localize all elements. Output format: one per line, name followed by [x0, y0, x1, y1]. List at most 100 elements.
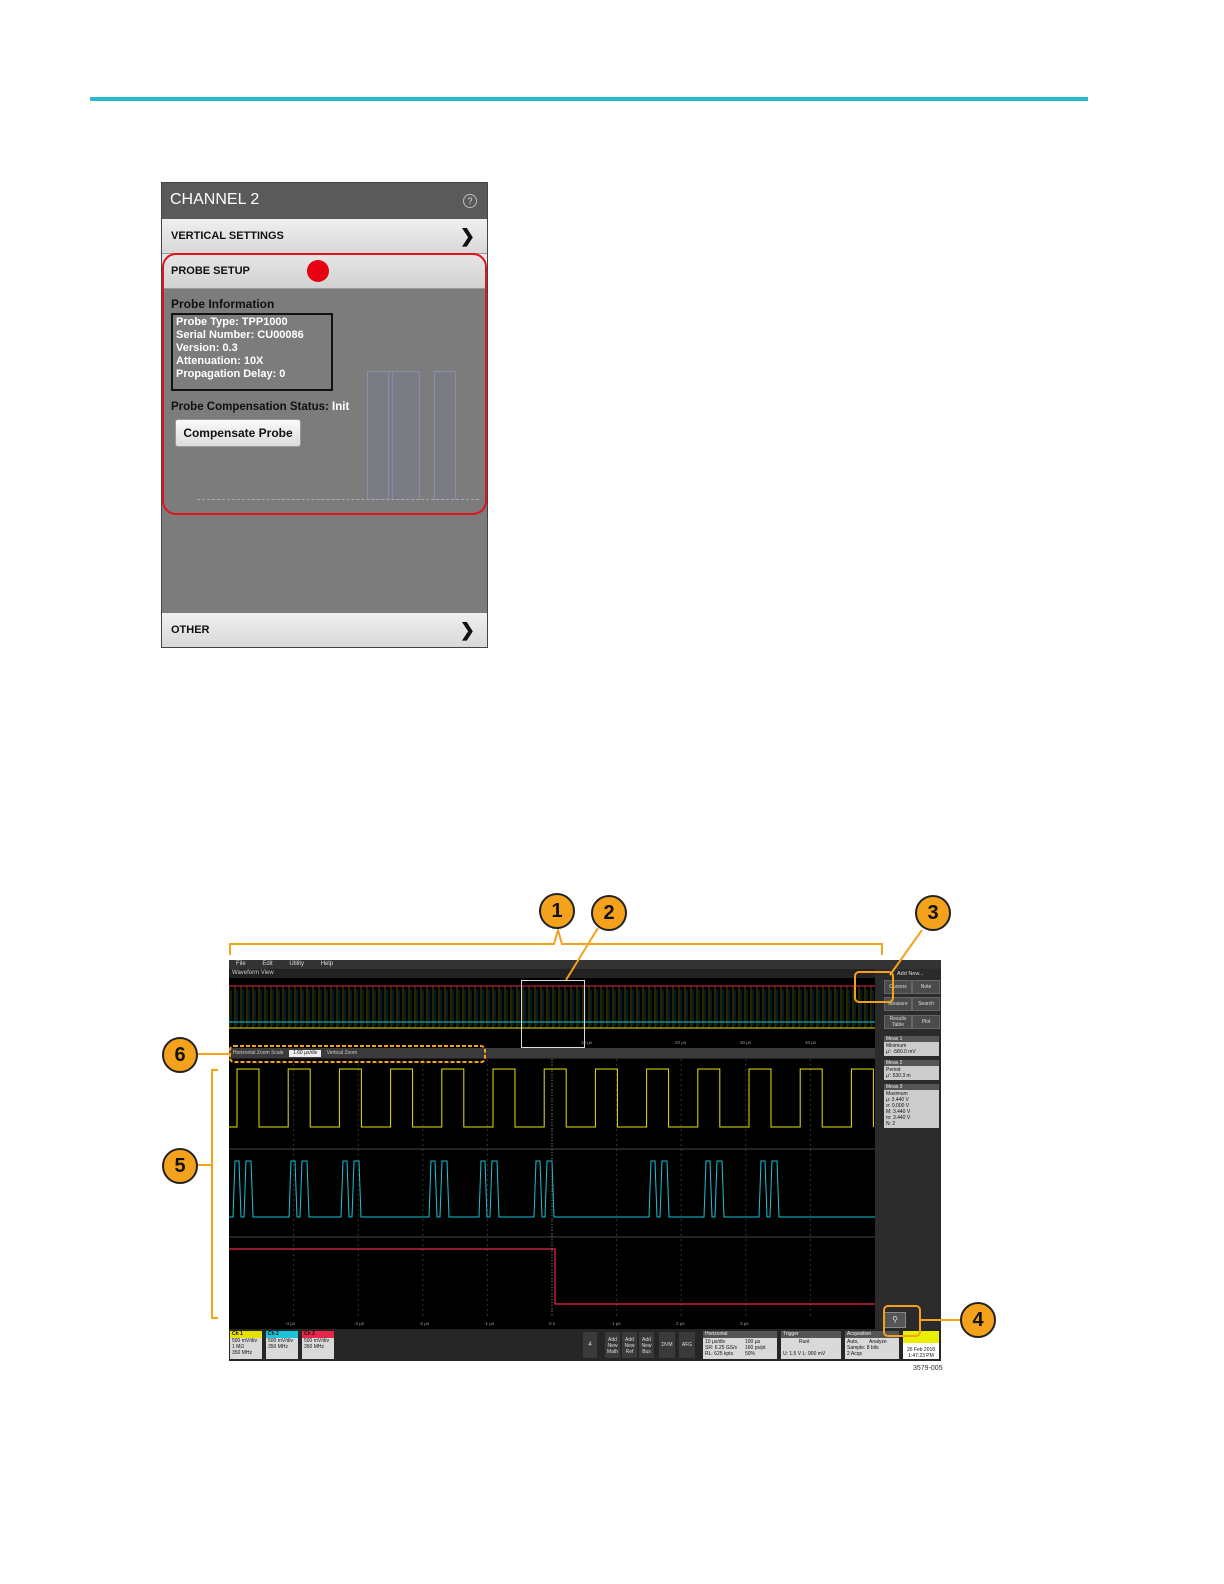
- acquisition-mode: Auto,: [847, 1339, 859, 1345]
- callout-6: 6: [162, 1037, 198, 1073]
- measurement-badge-1[interactable]: Meas 1 Minimum µ': -580.0 mV: [884, 1036, 939, 1056]
- measurement-badge-3[interactable]: Meas 3 Maximum µ: 3.440 V σ: 0.000 V M: …: [884, 1084, 939, 1128]
- probe-setup-highlight: [162, 253, 487, 515]
- search-button[interactable]: Search: [912, 997, 940, 1011]
- channel-settings-panel: CHANNEL 2 ? VERTICAL SETTINGS ❯ PROBE SE…: [161, 182, 488, 648]
- panel-title: CHANNEL 2: [170, 191, 260, 208]
- results-sidebar: Add New... Cursors Note Measure Search R…: [875, 969, 941, 1329]
- channel-3-badge[interactable]: Ch 3 500 mV/div 350 MHz: [302, 1331, 334, 1359]
- other-label: OTHER: [171, 624, 210, 636]
- menu-help[interactable]: Help: [320, 961, 334, 967]
- callout-5: 5: [162, 1148, 198, 1184]
- acquisition-resolution: Sample: 8 bits: [847, 1345, 879, 1351]
- horizontal-badge[interactable]: Horizontal 10 µs/div SR: 6.25 GS/s RL: 6…: [703, 1331, 777, 1359]
- acquisition-count: 2 Acqs: [847, 1351, 863, 1357]
- horizontal-sample-rate: SR: 6.25 GS/s: [705, 1345, 737, 1351]
- chevron-right-icon: ❯: [459, 226, 475, 246]
- channel-scale: 500 mV/div: [232, 1338, 258, 1344]
- measurement-badge-2[interactable]: Meas 2 Period µ': 530.3 m: [884, 1060, 939, 1080]
- measurement-line: σ: 0.000 V: [886, 1103, 910, 1109]
- dvm-button[interactable]: DVM: [659, 1332, 675, 1358]
- acquisition-badge[interactable]: Acquisition Auto, Sample: 8 bits 2 Acqs …: [845, 1331, 899, 1359]
- figure-id: 3579-005: [913, 1365, 943, 1372]
- measurement-title: Meas 1: [884, 1036, 939, 1042]
- vertical-settings-label: VERTICAL SETTINGS: [171, 230, 284, 242]
- channel-1-badge[interactable]: Ch 1 500 mV/div 1 MΩ 350 MHz: [230, 1331, 262, 1359]
- measurement-line: m: 3.440 V: [886, 1115, 911, 1121]
- note-button[interactable]: Note: [912, 980, 940, 994]
- measurement-title: Meas 2: [884, 1060, 939, 1066]
- overview-time-label: 10 µs: [581, 1040, 593, 1045]
- horizontal-scale: 10 µs/div: [705, 1339, 726, 1345]
- date-time-badge[interactable]: 26 Feb 2018 1:47:23 PM: [903, 1331, 939, 1359]
- measurement-line: Minimum: [886, 1043, 907, 1049]
- measurement-line: Maximum: [886, 1091, 908, 1097]
- probe-setup-body: Probe Information Probe Type: TPP1000 Se…: [162, 289, 487, 500]
- overview-waveforms: [229, 985, 875, 1029]
- h-zoom-value[interactable]: 1.60 µs/div: [288, 1050, 322, 1057]
- measurement-line: Period: [886, 1067, 901, 1073]
- time: 1:47:23 PM: [908, 1353, 934, 1359]
- time-label: 2 µs: [676, 1321, 685, 1326]
- time-label: -4 µs: [285, 1321, 296, 1326]
- cursors-button[interactable]: Cursors: [884, 980, 912, 994]
- channel-scale: 500 mV/div: [304, 1338, 330, 1344]
- time-label: -2 µs: [419, 1321, 430, 1326]
- menu-utility[interactable]: Utility: [289, 961, 305, 967]
- vertical-settings-section[interactable]: VERTICAL SETTINGS ❯: [162, 219, 487, 254]
- measurement-line: µ': 530.3 m: [886, 1073, 911, 1079]
- callout-3: 3: [915, 895, 951, 931]
- serial-number: Serial Number: CU00086: [176, 329, 304, 341]
- trigger-lower: L: 900 mV: [802, 1351, 826, 1357]
- main-waveforms: [229, 1059, 875, 1317]
- plot-button[interactable]: Plot: [912, 1015, 940, 1029]
- callout-1: 1: [539, 893, 575, 929]
- channel-2-badge[interactable]: Ch 2 500 mV/div 350 MHz: [266, 1331, 298, 1359]
- zoom-icon[interactable]: ⚲: [884, 1312, 906, 1328]
- zoom-box[interactable]: [521, 980, 585, 1048]
- version: Version: 0.3: [176, 342, 238, 354]
- background-baseline: [197, 499, 479, 500]
- v-zoom-label: Vertical Zoom: [326, 1050, 358, 1056]
- horizontal-position: 100 µs: [745, 1339, 761, 1345]
- chevron-right-icon: ❯: [459, 620, 475, 640]
- measurement-line: M: 3.440 V: [886, 1109, 911, 1115]
- afg-button[interactable]: AFG: [679, 1332, 695, 1358]
- horizontal-title: Horizontal: [703, 1331, 777, 1338]
- measure-button[interactable]: Measure: [884, 997, 912, 1011]
- time-label: 3 µs: [740, 1321, 749, 1326]
- add-new-label: Add New...: [897, 971, 924, 977]
- settings-bar: Ch 1 500 mV/div 1 MΩ 350 MHz Ch 2 500 mV…: [229, 1329, 941, 1361]
- compensate-probe-button[interactable]: Compensate Probe: [175, 419, 301, 447]
- date: 26 Feb 2018: [906, 1347, 936, 1353]
- waveform-overview[interactable]: 10 µs 20 µs 30 µs 40 µs: [229, 978, 875, 1048]
- callout-4: 4: [960, 1302, 996, 1338]
- zoomed-waveform-view[interactable]: -4 µs -3 µs -2 µs -1 µs 0 s 1 µs 2 µs 3 …: [229, 1059, 875, 1329]
- add-math-button[interactable]: Add New Math: [605, 1332, 620, 1358]
- time-label: -3 µs: [354, 1321, 365, 1326]
- waveform-view-title: Waveform View: [232, 970, 274, 976]
- add-ref-button[interactable]: Add New Ref: [622, 1332, 637, 1358]
- channel-bandwidth: 350 MHz: [232, 1350, 253, 1356]
- other-section[interactable]: OTHER ❯: [162, 613, 487, 647]
- trigger-upper: U: 1.5 V: [783, 1351, 802, 1357]
- add-bus-button[interactable]: Add New Bus: [639, 1332, 654, 1358]
- menu-file[interactable]: File: [236, 961, 246, 967]
- acquisition-title: Acquisition: [845, 1331, 899, 1338]
- compensation-status-value: Init: [332, 401, 350, 413]
- help-icon[interactable]: ?: [463, 194, 477, 208]
- trigger-title: Trigger: [781, 1331, 841, 1338]
- probe-information-box: Probe Type: TPP1000 Serial Number: CU000…: [171, 313, 333, 391]
- zoom-control-bar: Horizontal Zoom Scale 1.60 µs/div Vertic…: [229, 1048, 875, 1058]
- channel-count-button[interactable]: 4: [583, 1332, 597, 1358]
- attenuation: Attenuation: 10X: [176, 355, 264, 367]
- compensation-status: Probe Compensation Status: Init: [171, 401, 349, 413]
- channel-impedance: 1 MΩ: [232, 1344, 245, 1350]
- trigger-badge[interactable]: Trigger Runt U: 1.5 V L: 900 mV: [781, 1331, 841, 1359]
- menu-edit[interactable]: Edit: [262, 961, 273, 967]
- results-table-button[interactable]: Results Table: [884, 1015, 912, 1029]
- background-waveform: [388, 371, 420, 500]
- horizontal-delay: 50%: [745, 1351, 756, 1357]
- channel-name: Ch 3: [302, 1331, 334, 1338]
- time-label: 0 s: [549, 1321, 556, 1326]
